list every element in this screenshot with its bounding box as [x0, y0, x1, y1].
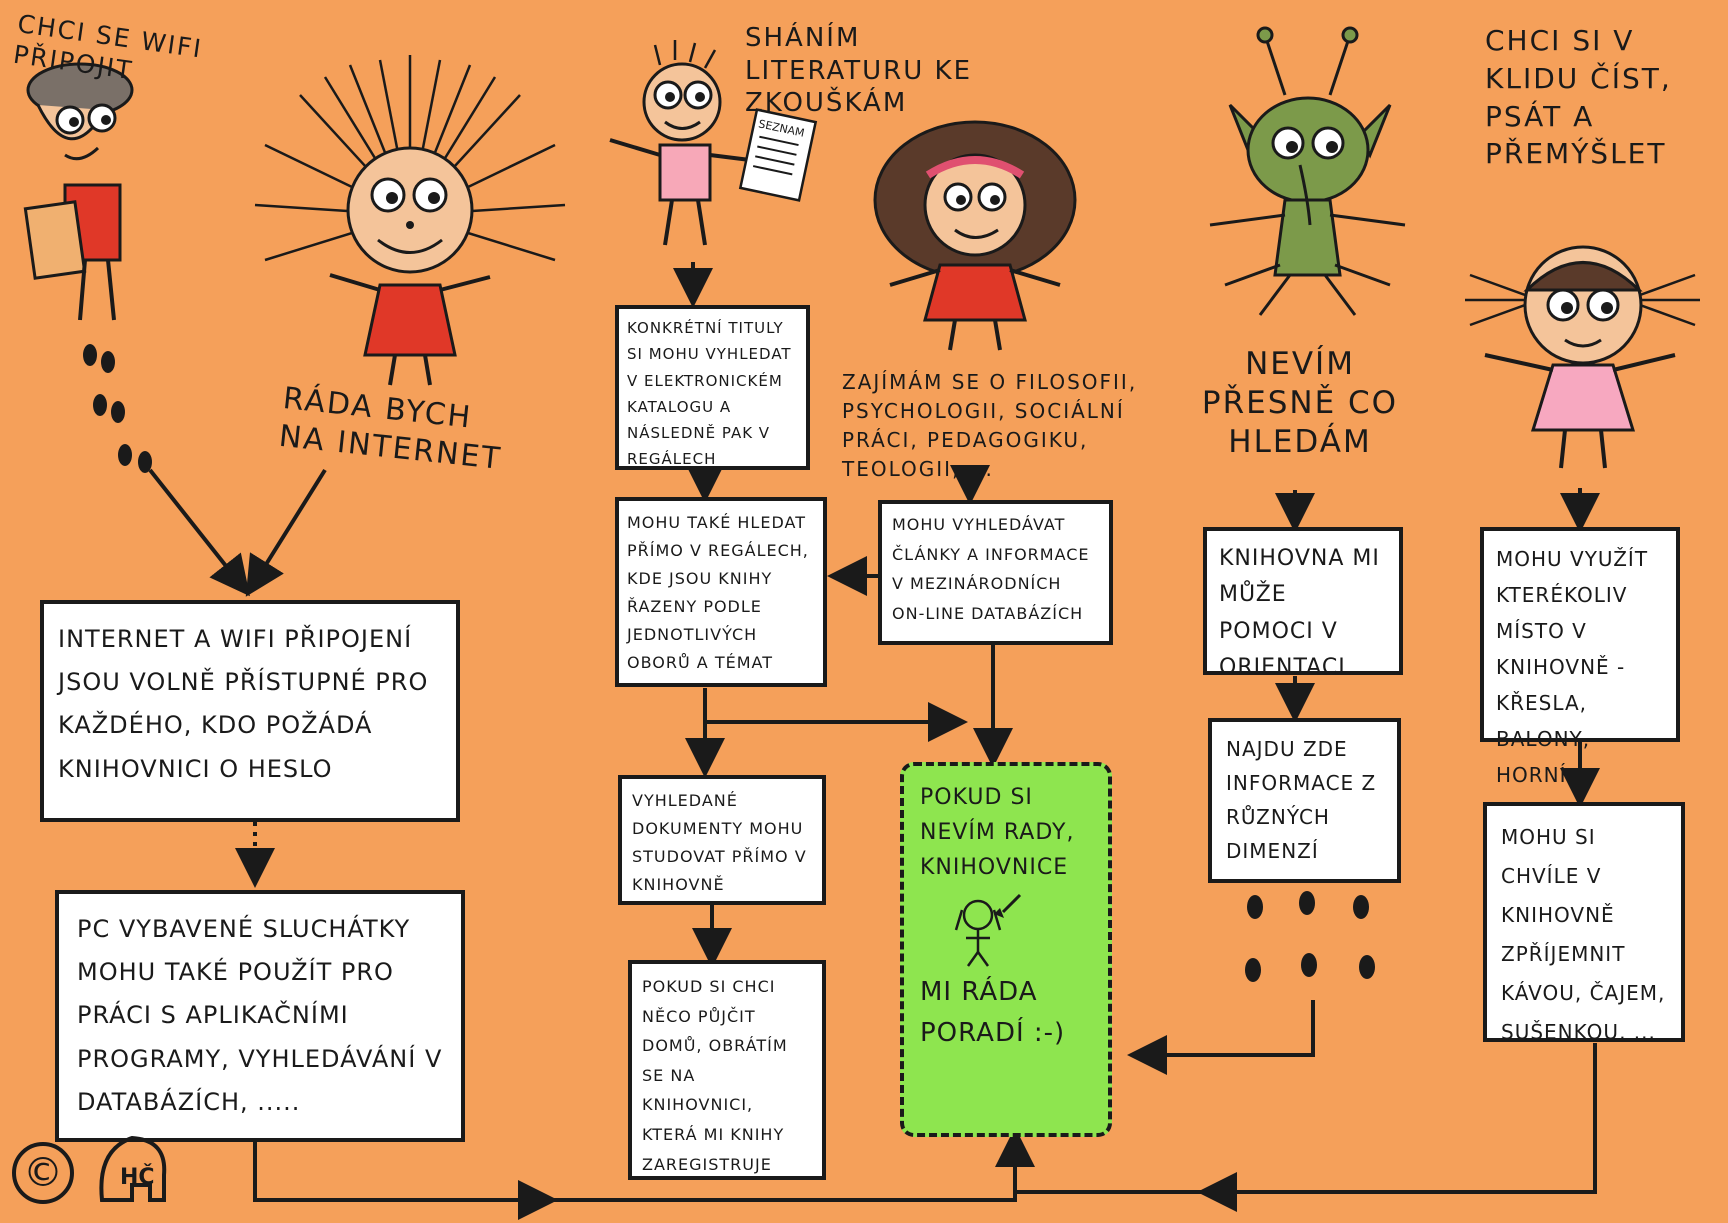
pc-headphones-box: PC VYBAVENÉ SLUCHÁTKY MOHU TAKÉ POUŽÍT P…: [55, 890, 465, 1142]
shelves-box: MOHU TAKÉ HLEDAT PŘÍMO V REGÁLECH, KDE J…: [615, 497, 827, 687]
footprints-icon: [83, 344, 152, 473]
wifi-free-box: INTERNET A WIFI PŘIPOJENÍ JSOU VOLNĚ PŘÍ…: [40, 600, 460, 822]
pigtails-girl-figure: [1465, 245, 1700, 469]
study-box: VYHLEDANÉ DOKUMENTY MOHU STUDOVAT PŘÍMO …: [618, 775, 826, 905]
databases-box: MOHU VYHLEDÁVAT ČLÁNKY A INFORMACE V MEZ…: [878, 500, 1113, 645]
dimensions-box: NAJDU ZDE INFORMACE Z RŮZNÝCH DIMENZÍ: [1208, 718, 1401, 883]
help-box-top-text: POKUD SI NEVÍM RADY, KNIHOVNICE: [920, 785, 1075, 881]
curly-girl-figure: [873, 120, 1077, 351]
alien-figure: [1209, 26, 1406, 316]
copyright-mark: ©: [12, 1142, 74, 1204]
wifi-guy-figure: [23, 62, 134, 321]
literature-student-caption: SHÁNÍM LITERATURU KE ZKOUŠKÁM: [745, 23, 972, 118]
librarian-help-box: POKUD SI NEVÍM RADY, KNIHOVNICE MI RÁDA …: [900, 762, 1112, 1137]
author-initials: HČ: [120, 1165, 155, 1190]
librarian-figure: [954, 893, 1022, 967]
pigtails-girl-caption: CHCI SI V KLIDU ČÍST, PSÁT A PŘEMÝŠLET: [1485, 24, 1672, 171]
literature-student-figure: [609, 40, 818, 246]
orientation-box: KNIHOVNA MI MŮŽE POMOCI V ORIENTACI: [1203, 527, 1403, 680]
help-box-bottom-text: MI RÁDA PORADÍ :-): [920, 976, 1066, 1049]
alien-caption: NEVÍM PŘESNĚ CO HLEDÁM: [1201, 346, 1399, 460]
any-place-box: MOHU VYUŽÍT KTERÉKOLIV MÍSTO V KNIHOVNĚ …: [1480, 527, 1680, 823]
footprints-icon-2: [1245, 891, 1375, 982]
catalog-box: KONKRÉTNÍ TITULY SI MOHU VYHLEDAT V ELEK…: [615, 305, 810, 470]
borrow-box: POKUD SI CHCI NĚCO PŮJČIT DOMŮ, OBRÁTÍM …: [628, 960, 826, 1180]
mammoth-logo-icon: [99, 1135, 167, 1202]
refresh-box: MOHU SI CHVÍLE V KNIHOVNĚ ZPŘÍJEMNIT KÁV…: [1483, 802, 1685, 1044]
internet-girl-figure: [254, 55, 566, 386]
curly-girl-caption: ZAJÍMÁM SE O FILOSOFII, PSYCHOLOGII, SOC…: [842, 370, 1138, 481]
